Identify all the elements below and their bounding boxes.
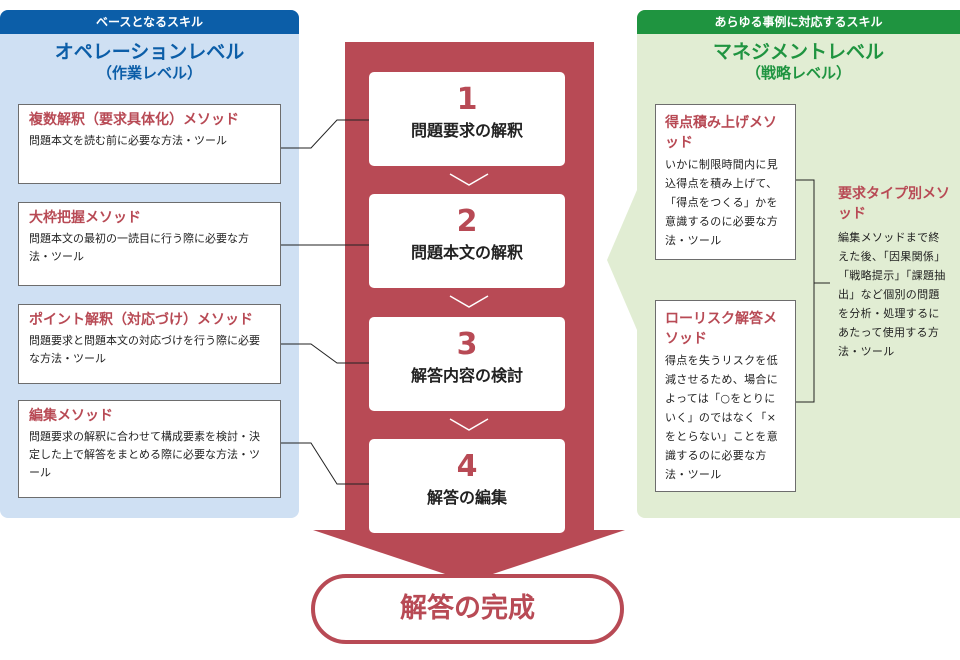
type-method-desc: 編集メソッドまで終えた後、「因果関係」「戦略提示」「課題抽出」など個別の問題を分… — [838, 231, 946, 358]
step-number: 3 — [456, 327, 478, 362]
step-label: 問題要求の解釈 — [410, 121, 523, 140]
step-label: 解答内容の検討 — [410, 366, 523, 385]
method-box-editing: 編集メソッド 問題要求の解釈に合わせて構成要素を検討・決定した上で解答をまとめる… — [18, 400, 281, 498]
step-4-box: 4 解答の編集 — [369, 439, 565, 533]
management-pointer-triangle — [607, 190, 637, 330]
method-title: 得点積み上げメソッド — [665, 115, 777, 151]
method-box-point-interpretation: ポイント解釈（対応づけ）メソッド 問題要求と問題本文の対応づけを行う際に必要な方… — [18, 304, 281, 384]
operation-panel-subtitle: （作業レベル） — [96, 64, 202, 82]
management-panel-subtitle: （戦略レベル） — [745, 64, 851, 82]
method-desc: 問題要求の解釈に合わせて構成要素を検討・決定した上で解答をまとめる際に必要な方法… — [29, 430, 260, 479]
method-box-score-stacking: 得点積み上げメソッド いかに制限時間内に見込得点を積み上げて、「得点をつくる」か… — [655, 104, 796, 260]
operation-panel-title: オペレーションレベル — [54, 41, 245, 63]
method-desc: 問題要求と問題本文の対応づけを行う際に必要な方法・ツール — [29, 334, 260, 365]
method-title: 編集メソッド — [29, 408, 113, 424]
operation-panel-header: ベースとなるスキル — [0, 10, 299, 34]
method-desc: 問題本文の最初の一読目に行う際に必要な方法・ツール — [29, 232, 249, 263]
type-method: 要求タイプ別メソッド 編集メソッドまで終えた後、「因果関係」「戦略提示」「課題抽… — [838, 184, 950, 361]
step-2-box: 2 問題本文の解釈 — [369, 194, 565, 288]
connector-line — [281, 119, 376, 149]
step-3-box: 3 解答内容の検討 — [369, 317, 565, 411]
type-method-title: 要求タイプ別メソッド — [838, 186, 950, 222]
step-label: 問題本文の解釈 — [410, 243, 523, 262]
method-title: ローリスク解答メソッド — [665, 311, 777, 347]
connector-line — [281, 442, 376, 485]
chevron-down-icon — [449, 418, 489, 431]
method-box-multiple-interpretation: 複数解釈（要求具体化）メソッド 問題本文を読む前に必要な方法・ツール — [18, 104, 281, 184]
bracket-line — [796, 179, 815, 403]
management-panel-header: あらゆる事例に対応するスキル — [637, 10, 960, 34]
method-desc: 問題本文を読む前に必要な方法・ツール — [29, 134, 227, 147]
connector-line — [281, 343, 376, 364]
chevron-down-icon — [449, 295, 489, 308]
method-title: 大枠把握メソッド — [29, 210, 141, 226]
method-box-low-risk: ローリスク解答メソッド 得点を失うリスクを低減させるため、場合によっては「○をと… — [655, 300, 796, 492]
result-badge: 解答の完成 — [311, 574, 624, 644]
step-number: 1 — [456, 82, 478, 117]
step-number: 4 — [456, 449, 478, 484]
method-desc: いかに制限時間内に見込得点を積み上げて、「得点をつくる」かを意識するのに必要な方… — [665, 158, 778, 247]
management-panel-title: マネジメントレベル — [712, 41, 884, 63]
method-title: 複数解釈（要求具体化）メソッド — [29, 112, 239, 128]
step-number: 2 — [456, 204, 478, 239]
step-label: 解答の編集 — [426, 488, 507, 507]
chevron-down-icon — [449, 173, 489, 186]
method-desc: 得点を失うリスクを低減させるため、場合によっては「○をとりにいく」のではなく「×… — [665, 354, 778, 481]
method-title: ポイント解釈（対応づけ）メソッド — [29, 312, 253, 328]
step-1-box: 1 問題要求の解釈 — [369, 72, 565, 166]
method-box-overview: 大枠把握メソッド 問題本文の最初の一読目に行う際に必要な方法・ツール — [18, 202, 281, 286]
